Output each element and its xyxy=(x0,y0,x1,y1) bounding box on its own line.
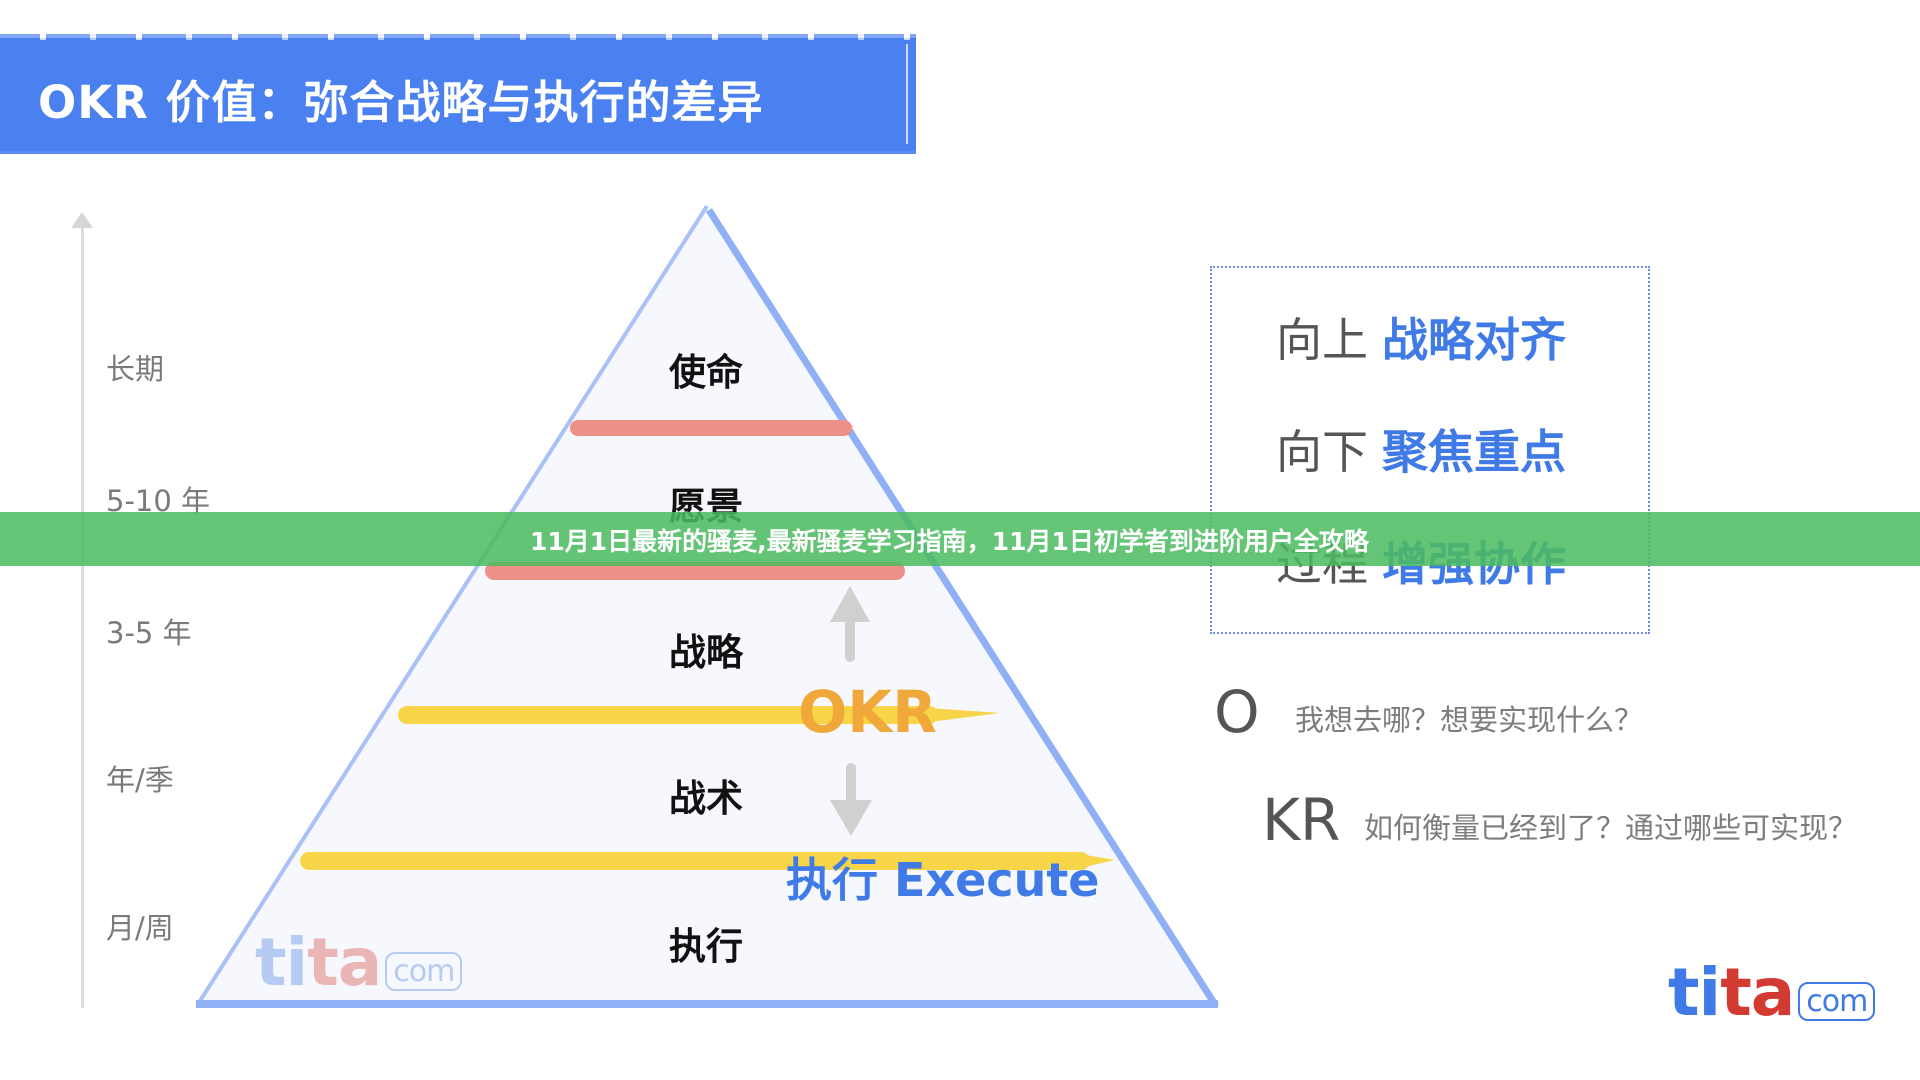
brush-edge xyxy=(0,34,916,40)
logo-part-ti: ti xyxy=(1668,954,1721,1031)
execute-label: 执行 Execute xyxy=(786,853,1100,907)
definition-letter-o: O xyxy=(1214,678,1260,746)
alignment-box xyxy=(1210,266,1650,634)
pyramid-layer-strategy: 战略 xyxy=(669,631,743,674)
axis-arrow-up-icon xyxy=(71,212,93,228)
pyramid-layer-execution: 执行 xyxy=(669,925,743,968)
timeline-label-long-term: 长期 xyxy=(106,352,165,386)
arrow-up-icon xyxy=(830,586,870,662)
definition-text-o: 我想去哪？想要实现什么？ xyxy=(1295,703,1644,737)
timeline-label-month-week: 月/周 xyxy=(106,911,174,945)
divider-stroke-yellow-1 xyxy=(398,706,938,724)
arrow-down-icon xyxy=(830,763,872,836)
alignment-prefix: 向下 xyxy=(1276,425,1368,479)
timeline-label-year-quarter: 年/季 xyxy=(106,763,174,797)
pyramid-left-edge xyxy=(196,204,709,1006)
divider-stroke-yellow-2 xyxy=(300,852,1090,870)
pyramid-layer-mission: 使命 xyxy=(669,351,743,394)
headline-text: 11月1日最新的骚麦,最新骚麦学习指南，11月1日初学者到进阶用户全攻略 xyxy=(530,527,1369,556)
divider-stroke-yellow-1-tail xyxy=(930,708,1000,722)
divider-stroke-red-1 xyxy=(570,420,852,436)
divider-stroke-yellow-2-tail xyxy=(1080,854,1115,868)
alignment-prefix: 向上 xyxy=(1276,313,1368,367)
pyramid-layer-tactics: 战术 xyxy=(669,777,743,820)
alignment-row-up: 向上战略对齐 xyxy=(1276,304,1566,370)
logo-part-ti: ti xyxy=(255,924,308,1001)
divider-stroke-red-2 xyxy=(485,562,905,580)
logo-part-ta: ta xyxy=(307,924,382,1001)
page-title: OKR 价值：弥合战略与执行的差异 xyxy=(38,76,764,129)
brush-edge xyxy=(906,44,908,144)
pyramid-fill xyxy=(198,206,1216,1004)
headline-banner: 11月1日最新的骚麦,最新骚麦学习指南，11月1日初学者到进阶用户全攻略 xyxy=(0,512,1920,566)
timeline-axis xyxy=(81,228,84,1008)
alignment-row-down: 向下聚焦重点 xyxy=(1276,416,1566,482)
logo-suffix-com: com xyxy=(385,952,463,991)
title-banner: OKR 价值：弥合战略与执行的差异 xyxy=(0,34,916,154)
okr-label: OKR xyxy=(798,678,937,746)
alignment-highlight: 战略对齐 xyxy=(1382,313,1566,367)
definition-text-kr: 如何衡量已经到了？通过哪些可实现？ xyxy=(1364,811,1858,845)
timeline-label-3-5-years: 3-5 年 xyxy=(106,616,192,650)
pyramid-right-edge xyxy=(706,208,1219,1008)
logo-part-ta: ta xyxy=(1720,954,1795,1031)
definition-letter-kr: KR xyxy=(1262,786,1341,854)
logo-suffix-com: com xyxy=(1798,982,1876,1021)
alignment-highlight: 聚焦重点 xyxy=(1382,425,1566,479)
